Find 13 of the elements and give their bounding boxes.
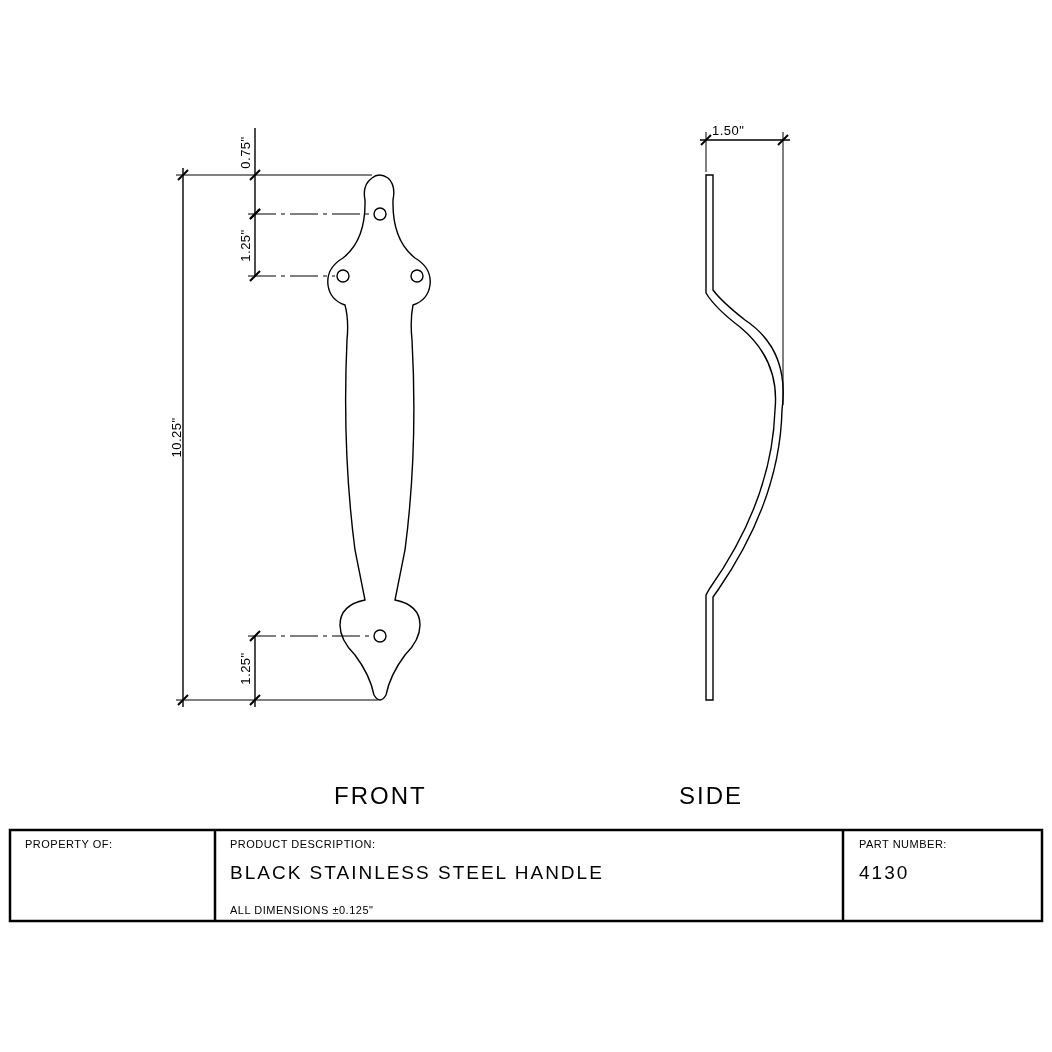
view-label: SIDE (679, 784, 743, 808)
field-label: PART NUMBER: (859, 839, 947, 850)
dimension-label: 1.25" (238, 651, 252, 685)
part-number-text: 4130 (859, 863, 910, 882)
dimension-label: 1.50" (712, 124, 745, 137)
tolerance-note: ALL DIMENSIONS ±0.125" (230, 905, 374, 916)
dimension-label: 0.75" (238, 135, 252, 169)
dimension-label: 10.25" (169, 416, 183, 458)
dimension-label: 1.25" (238, 228, 252, 262)
product-description-text: BLACK STAINLESS STEEL HANDLE (230, 863, 604, 882)
field-label: PRODUCT DESCRIPTION: (230, 839, 376, 850)
field-label: PROPERTY OF: (25, 839, 113, 850)
view-label: FRONT (334, 784, 427, 808)
